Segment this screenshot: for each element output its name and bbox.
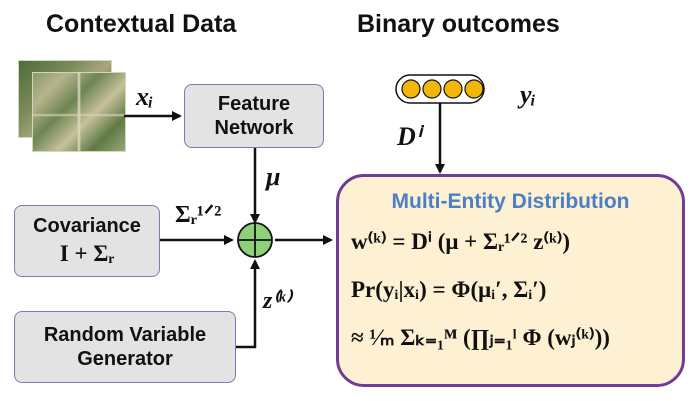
sum-node-icon — [237, 222, 273, 258]
equation-probability: Pr(yᵢ|xᵢ) = Φ(μᵢ′, Σᵢ′) — [351, 277, 547, 302]
feature-network-box: Feature Network — [184, 84, 324, 148]
satellite-image-front — [32, 72, 126, 152]
heading-contextual-data: Contextual Data — [46, 10, 237, 38]
heading-binary-outcomes: Binary outcomes — [357, 10, 560, 38]
random-variable-generator-label: Random Variable Generator — [43, 324, 207, 370]
satellite-image-stack — [18, 60, 126, 152]
equation-w-k: w⁽ᵏ⁾ = Dⁱ (μ + Σᵣ¹ᐟ² z⁽ᵏ⁾) — [351, 229, 571, 254]
covariance-title: Covariance — [33, 215, 141, 238]
covariance-box: Covariance I + Σᵣ — [14, 205, 160, 277]
label-mu: μ — [266, 162, 281, 191]
feature-network-label: Feature Network — [214, 93, 294, 139]
label-z-k: z⁽ᵏ⁾ — [263, 288, 291, 314]
outcome-dots-icon — [395, 74, 485, 104]
covariance-expression: I + Σᵣ — [59, 241, 115, 267]
distribution-title: Multi-Entity Distribution — [391, 190, 630, 213]
multi-entity-distribution-box: Multi-Entity Distribution w⁽ᵏ⁾ = Dⁱ (μ +… — [336, 174, 685, 387]
label-sigma: Σᵣ¹ᐟ² — [175, 202, 222, 228]
label-d-i: Dⁱ — [397, 122, 421, 151]
label-y-i: yᵢ — [520, 80, 536, 109]
random-variable-generator-box: Random Variable Generator — [14, 311, 236, 383]
label-x-i: xᵢ — [136, 82, 154, 111]
equation-approximation: ≈ ¹⁄ₘ Σₖ₌₁ᴹ (∏ⱼ₌₁ˡ Φ (wⱼ⁽ᵏ⁾)) — [351, 325, 610, 350]
